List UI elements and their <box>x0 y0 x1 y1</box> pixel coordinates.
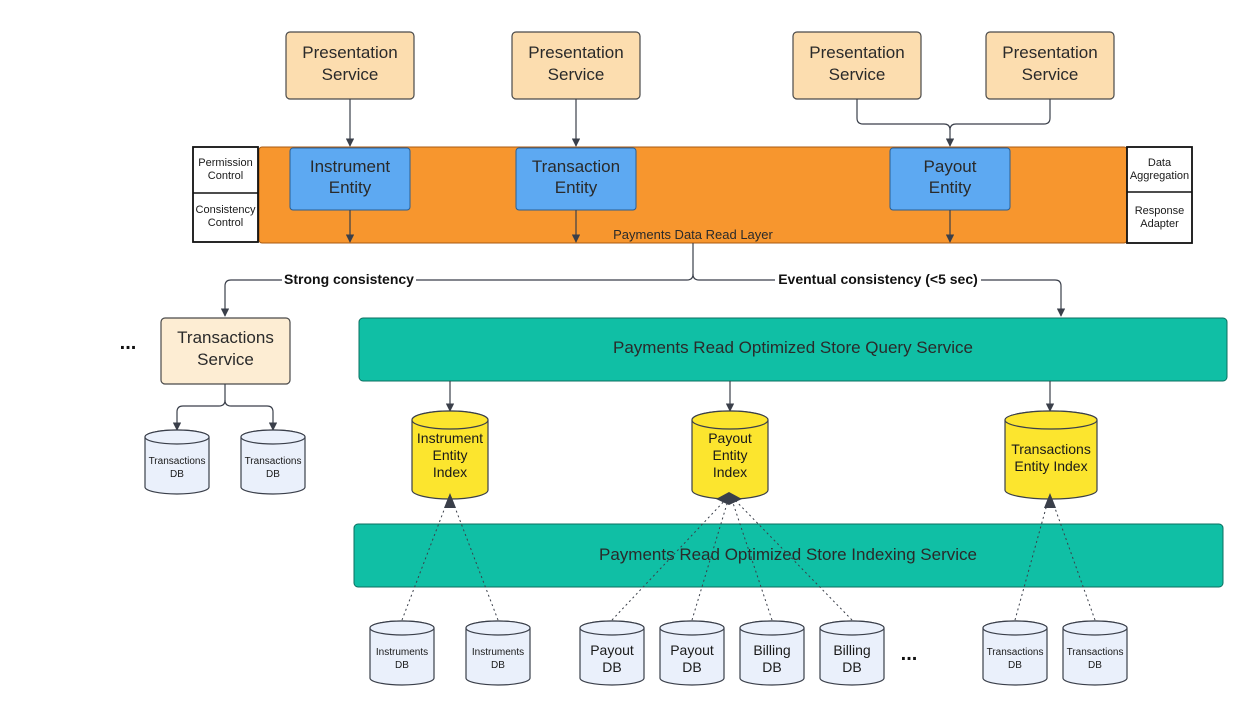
data-aggregation-label: Aggregation <box>1130 170 1189 182</box>
right-controls: Data Aggregation Response Adapter <box>1126 146 1193 244</box>
presentation-service-3: Presentation Service <box>792 31 922 100</box>
query-service <box>358 317 1228 382</box>
response-adapter-label: Response <box>1135 205 1185 217</box>
instrument-entity-index-label: Index <box>433 464 467 480</box>
instrument-entity-index-label: Instrument <box>417 430 483 446</box>
presentation-service-label: Service <box>1022 65 1079 84</box>
strong-label-bg <box>282 270 416 288</box>
presentation-service-label: Service <box>829 65 886 84</box>
consistency-connectors <box>220 243 1066 317</box>
source-db-label: Instruments <box>376 647 428 658</box>
transactions-service-label: Service <box>197 350 254 369</box>
source-db-label: DB <box>1008 660 1022 671</box>
presentation-connectors <box>345 99 1051 147</box>
transactions-db-label: Transactions <box>149 456 206 467</box>
presentation-service-label: Presentation <box>302 43 397 62</box>
transactions-db-label: DB <box>170 469 184 480</box>
transactions-entity-index-label: Entity Index <box>1014 458 1087 474</box>
left-controls: Permission Control Consistency Control <box>192 146 259 243</box>
transactions-service: Transactions Service <box>160 317 291 385</box>
transactions-service-label: Transactions <box>177 328 274 347</box>
entity-connectors <box>345 210 955 243</box>
payout-entity-index-label: Index <box>713 464 747 480</box>
instrument-entity-index-label: Entity <box>432 447 467 463</box>
presentation-service-label: Service <box>548 65 605 84</box>
source-db-label: Payout <box>670 642 714 658</box>
payout-entity-index-label: Payout <box>708 430 752 446</box>
presentation-service-label: Presentation <box>1002 43 1097 62</box>
source-db-label: DB <box>682 659 701 675</box>
instrument-entity: Instrument Entity <box>289 147 411 211</box>
source-db-label: Transactions <box>1067 647 1124 658</box>
presentation-service-4: Presentation Service <box>985 31 1115 100</box>
entity-indexes: InstrumentEntityIndexPayoutEntityIndexTr… <box>411 410 1098 500</box>
eventual-label-bg <box>775 270 981 288</box>
query-service-label: Payments Read Optimized Store Query Serv… <box>613 338 973 357</box>
source-db-label: DB <box>602 659 621 675</box>
entity-label: Entity <box>929 178 972 197</box>
source-db-label: DB <box>762 659 781 675</box>
read-layer-label: Payments Data Read Layer <box>613 227 773 242</box>
transaction-entity: Transaction Entity <box>515 147 637 211</box>
presentation-service-label: Presentation <box>528 43 623 62</box>
strong-consistency-label: Strong consistency <box>284 271 414 287</box>
presentation-service-label: Presentation <box>809 43 904 62</box>
payout-entity-index-label: Entity <box>712 447 747 463</box>
source-db-label: DB <box>1088 660 1102 671</box>
query-index-connectors <box>445 381 1055 412</box>
consistency-control-label: Control <box>208 217 243 229</box>
presentation-service-2: Presentation Service <box>511 31 641 100</box>
transactions-service-connectors <box>172 384 278 431</box>
transactions-db-label: Transactions <box>245 456 302 467</box>
payout-entity: Payout Entity <box>889 147 1011 211</box>
presentation-service-label: Service <box>322 65 379 84</box>
eventual-consistency-label: Eventual consistency (<5 sec) <box>778 271 978 287</box>
transactions-entity-index-label: Transactions <box>1011 441 1091 457</box>
transactions-db-label: DB <box>266 469 280 480</box>
source-db-label: Payout <box>590 642 634 658</box>
ellipsis-left: ... <box>120 332 137 354</box>
permission-control-label: Control <box>208 170 243 182</box>
entity-label: Entity <box>555 178 598 197</box>
entity-label: Instrument <box>310 157 391 176</box>
consistency-control-label: Consistency <box>196 204 256 216</box>
entity-label: Entity <box>329 178 372 197</box>
permission-control-label: Permission <box>198 157 252 169</box>
source-db-label: DB <box>491 660 505 671</box>
entity-label: Payout <box>924 157 977 176</box>
source-db-label: Billing <box>833 642 870 658</box>
source-dbs: InstrumentsDBInstrumentsDBPayoutDBPayout… <box>369 620 1128 686</box>
entity-label: Transaction <box>532 157 620 176</box>
source-db-label: Transactions <box>987 647 1044 658</box>
source-db-label: Billing <box>753 642 790 658</box>
response-adapter-label: Adapter <box>1140 218 1179 230</box>
source-db-label: Instruments <box>472 647 524 658</box>
presentation-service-1: Presentation Service <box>285 31 415 100</box>
index-arrowheads <box>444 492 1056 508</box>
dotted-connectors <box>401 496 1096 621</box>
source-db-label: DB <box>395 660 409 671</box>
source-db-label: DB <box>842 659 861 675</box>
data-aggregation-label: Data <box>1148 157 1172 169</box>
ellipsis-bottom: ... <box>901 643 918 665</box>
